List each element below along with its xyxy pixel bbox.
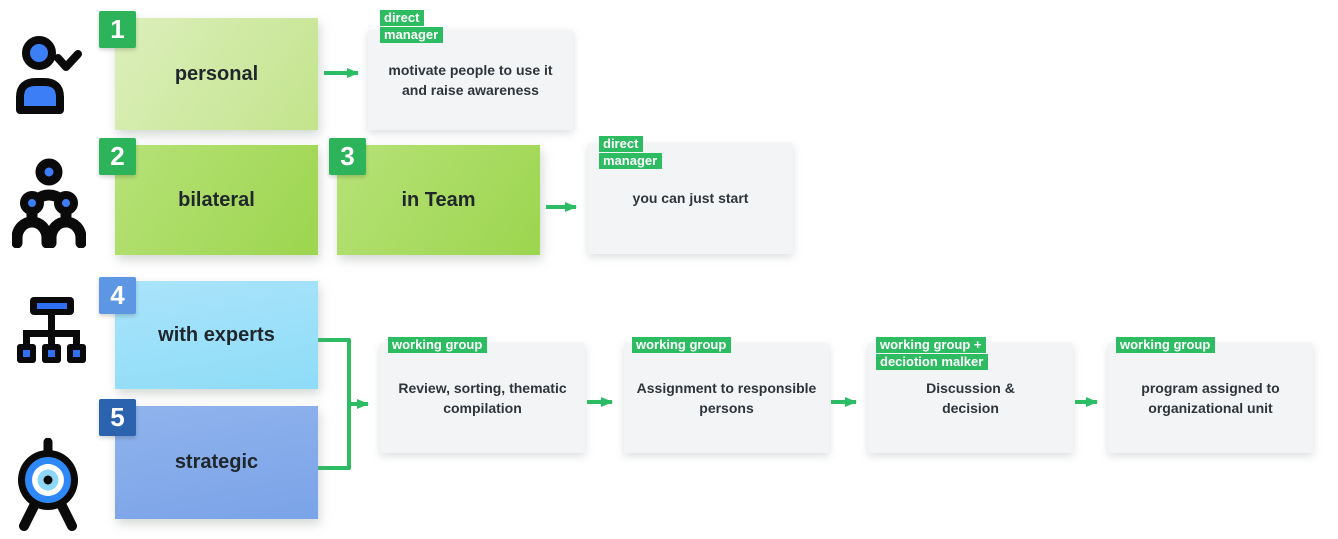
note-tag-working-group: working group (632, 336, 732, 353)
note-text: Review, sorting, thematic compilation (398, 379, 567, 416)
people-group-icon (11, 152, 87, 249)
note-text: program assigned to organizational unit (1141, 379, 1280, 416)
note-tag-working-group: working group (1116, 336, 1216, 353)
note-text: you can just start (632, 190, 749, 207)
note-tag-direct-manager: direct manager (599, 135, 669, 169)
note-program-assigned: working group program assigned to organi… (1108, 337, 1313, 453)
bracket-experts-strategic (318, 338, 351, 470)
step-badge-2: 2 (99, 138, 136, 175)
step-badge-4: 4 (99, 277, 136, 314)
level-box-bilateral: bilateral (115, 145, 318, 255)
note-text: Discussion & decision (926, 379, 1015, 416)
note-text: Assignment to responsible persons (636, 379, 817, 416)
level-box-in-team: in Team (337, 145, 540, 255)
note-just-start: direct manager you can just start (588, 136, 793, 254)
note-text: motivate people to use it and raise awar… (388, 61, 553, 98)
step-badge-5: 5 (99, 399, 136, 436)
step-badge-3: 3 (329, 138, 366, 175)
level-box-strategic: strategic (115, 406, 318, 519)
note-tag-working-group-decision-maker: working group + deciotion malker (876, 336, 1014, 370)
person-check-icon (12, 30, 82, 114)
note-tag-working-group: working group (388, 336, 488, 353)
note-assignment: working group Assignment to responsible … (624, 337, 829, 453)
step-badge-1: 1 (99, 11, 136, 48)
level-box-personal: personal (115, 18, 318, 130)
note-discussion-decision: working group + deciotion malker Discuss… (868, 337, 1073, 453)
org-hierarchy-icon (14, 294, 88, 370)
target-icon (10, 437, 86, 536)
note-tag-direct-manager: direct manager (380, 9, 450, 43)
note-motivate: direct manager motivate people to use it… (368, 10, 573, 130)
note-review-sorting: working group Review, sorting, thematic … (380, 337, 585, 453)
level-box-with-experts: with experts (115, 281, 318, 389)
